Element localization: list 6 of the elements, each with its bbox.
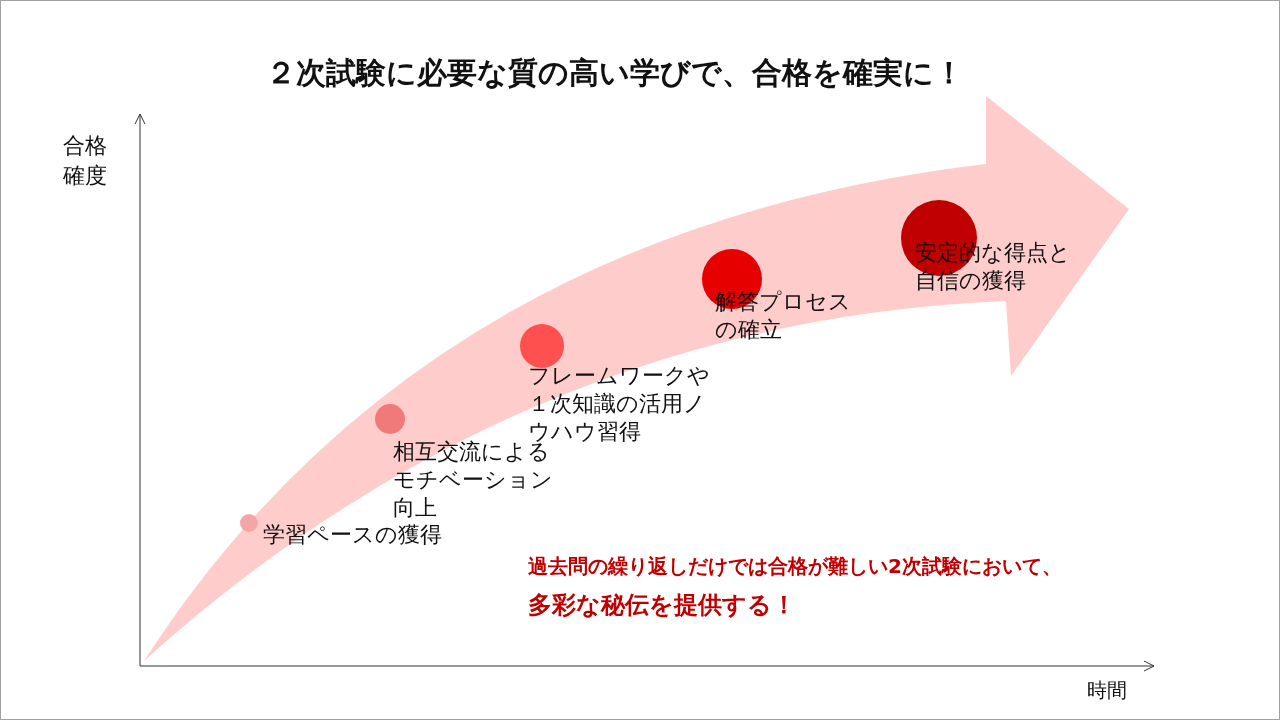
title: ２次試験に必要な質の高い学びで、合格を確実に！	[265, 54, 965, 92]
step-label: 学習ペースの獲得	[263, 521, 442, 549]
note-text: 過去問の繰り返しだけでは合格が難しい2次試験において、	[528, 553, 1062, 580]
note-text: 多彩な秘伝を提供する！	[528, 590, 796, 621]
axis-label: 合格確度	[63, 132, 108, 190]
axis-label: 時間	[1087, 677, 1127, 704]
